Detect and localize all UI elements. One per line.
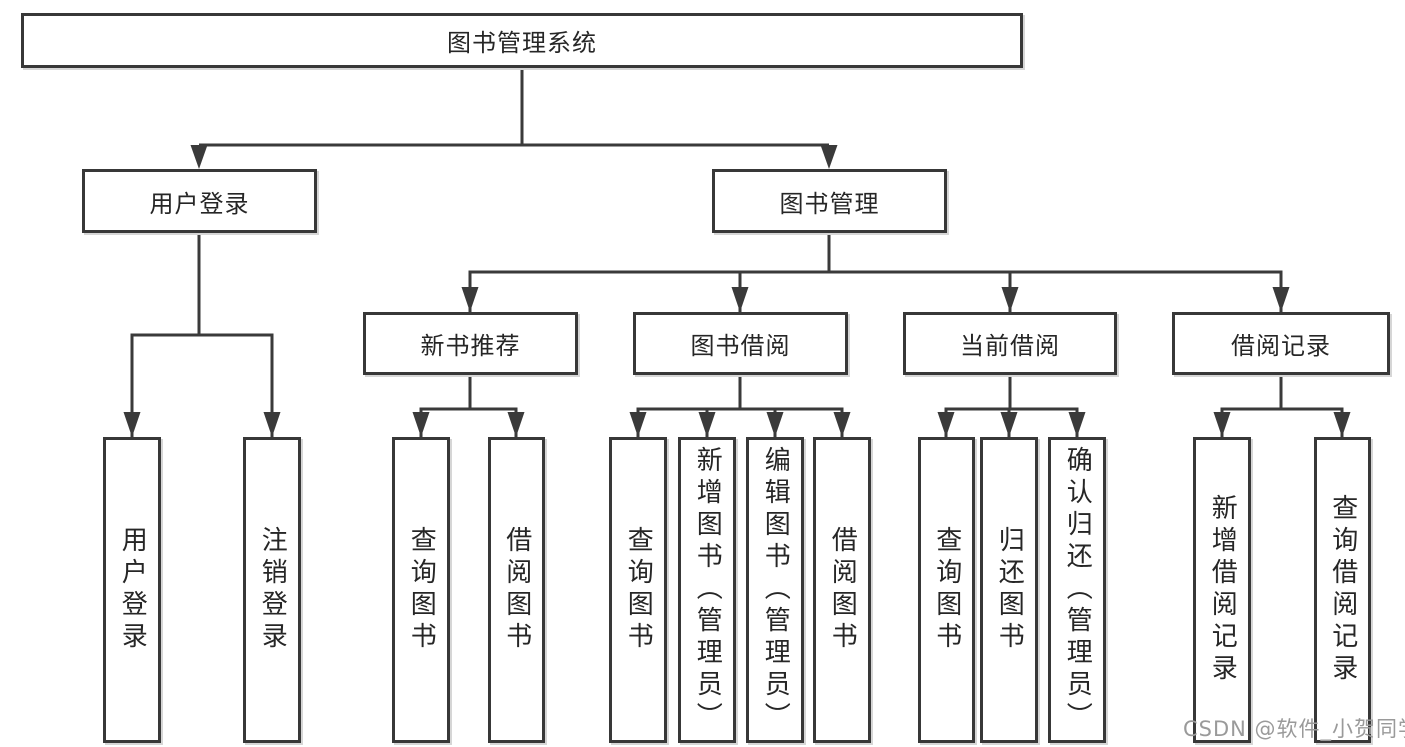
node-borrow-records-label: 借阅记录 (1231, 332, 1331, 360)
arrowhead-icon (731, 287, 749, 312)
node-root-label: 图书管理系统 (447, 29, 597, 57)
leaf-confirm-return-admin: 确认归还（管理员） (1048, 437, 1106, 743)
node-book-borrow-label: 图书借阅 (690, 332, 791, 360)
leaf-borrow-books-borrow: 借阅图书 (813, 437, 871, 743)
connector-root (197, 68, 831, 158)
arrowhead-icon (833, 412, 851, 437)
node-current-borrow: 当前借阅 (903, 312, 1117, 375)
arrowhead-icon (937, 412, 955, 437)
arrowhead-icon (698, 412, 716, 437)
leaf-add-borrow-record-label: 新增借阅记录 (1207, 494, 1238, 686)
leaf-return-book: 归还图书 (980, 437, 1038, 743)
connector-user-login (130, 233, 274, 437)
arrowhead-icon (1001, 287, 1019, 312)
leaf-borrow-books-recommend-label: 借阅图书 (501, 526, 532, 654)
arrowhead-icon (820, 145, 838, 169)
connector-book-management (468, 233, 1283, 312)
arrowhead-icon (412, 412, 430, 437)
arrowhead-icon (1213, 412, 1231, 437)
leaf-add-book-admin: 新增图书（管理员） (678, 437, 736, 743)
arrowhead-icon (1068, 412, 1086, 437)
node-book-management-label: 图书管理 (779, 189, 880, 218)
leaf-query-borrow-record: 查询借阅记录 (1314, 437, 1371, 743)
leaf-logout: 注销登录 (243, 437, 301, 743)
node-new-book-recommend: 新书推荐 (363, 312, 578, 375)
arrowhead-icon (123, 412, 141, 437)
node-new-book-recommend-label: 新书推荐 (420, 332, 521, 360)
leaf-query-books-recommend: 查询图书 (392, 437, 450, 743)
node-book-management: 图书管理 (712, 169, 947, 233)
arrowhead-icon (507, 412, 525, 437)
arrowhead-icon (1272, 287, 1290, 312)
leaf-confirm-return-admin-label: 确认归还（管理员） (1062, 446, 1093, 734)
leaf-query-books-current-label: 查询图书 (931, 526, 962, 654)
leaf-logout-label: 注销登录 (257, 526, 288, 654)
node-user-login-label: 用户登录 (149, 189, 250, 218)
node-book-borrow: 图书借阅 (633, 312, 848, 375)
leaf-query-books-current: 查询图书 (918, 437, 975, 743)
arrowhead-icon (629, 412, 647, 437)
leaf-user-login: 用户登录 (103, 437, 161, 743)
leaf-add-book-admin-label: 新增图书（管理员） (692, 446, 723, 734)
arrowhead-icon (1333, 412, 1351, 437)
watermark: CSDN @软件_小贺同学 (1183, 717, 1405, 741)
arrowhead-icon (190, 145, 208, 169)
leaf-return-book-label: 归还图书 (994, 526, 1025, 654)
leaf-query-borrow-record-label: 查询借阅记录 (1327, 494, 1358, 686)
leaf-borrow-books-recommend: 借阅图书 (488, 437, 545, 743)
arrowhead-icon (263, 412, 281, 437)
connector-new-book (419, 375, 518, 437)
leaf-add-borrow-record: 新增借阅记录 (1193, 437, 1251, 743)
leaf-borrow-books-borrow-label: 借阅图书 (827, 526, 858, 654)
leaf-edit-book-admin-label: 编辑图书（管理员） (760, 446, 791, 734)
leaf-query-books-recommend-label: 查询图书 (406, 526, 437, 654)
node-user-login: 用户登录 (82, 169, 317, 233)
connector-book-borrow (636, 375, 844, 437)
node-current-borrow-label: 当前借阅 (960, 332, 1060, 360)
leaf-query-books-borrow: 查询图书 (609, 437, 667, 743)
connector-borrow-records (1220, 375, 1344, 437)
arrowhead-icon (1000, 412, 1018, 437)
node-borrow-records: 借阅记录 (1172, 312, 1390, 375)
arrowhead-icon (766, 412, 784, 437)
arrowheads (123, 145, 1351, 437)
leaf-user-login-label: 用户登录 (117, 526, 148, 654)
node-root: 图书管理系统 (21, 13, 1023, 68)
arrowhead-icon (461, 287, 479, 312)
leaf-query-books-borrow-label: 查询图书 (623, 526, 654, 654)
leaf-edit-book-admin: 编辑图书（管理员） (746, 437, 804, 743)
